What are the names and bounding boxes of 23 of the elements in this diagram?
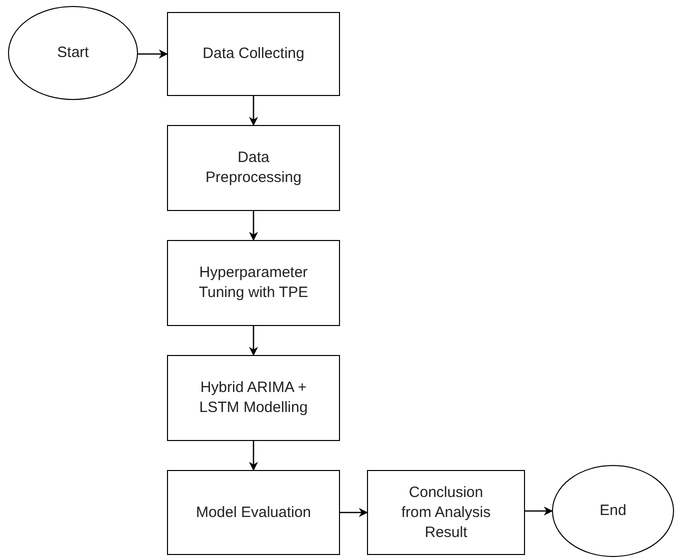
- process-box: [367, 470, 525, 555]
- node-label: Conclusion from Analysis Result: [400, 482, 492, 542]
- node-label: Hyperparameter Tuning with TPE: [198, 263, 310, 303]
- arrow: [248, 96, 258, 126]
- node-label: Data Preprocessing: [204, 148, 302, 188]
- process-box: [167, 355, 340, 441]
- process-box: [167, 470, 340, 555]
- arrow: [248, 326, 258, 356]
- arrow: [340, 508, 368, 518]
- terminal-oval: [8, 6, 138, 100]
- node-label: End: [600, 501, 626, 521]
- node-label: Data Collecting: [202, 44, 304, 64]
- arrow: [138, 49, 168, 59]
- process-box: [167, 12, 340, 96]
- terminal-oval: [552, 465, 674, 557]
- arrow: [248, 441, 258, 471]
- process-box: [167, 125, 340, 211]
- node-label: Start: [57, 43, 89, 63]
- node-label: Model Evaluation: [196, 502, 312, 522]
- node-label: Hybrid ARIMA + LSTM Modelling: [198, 378, 309, 418]
- arrow: [248, 211, 258, 241]
- process-box: [167, 240, 340, 326]
- arrow: [525, 506, 553, 516]
